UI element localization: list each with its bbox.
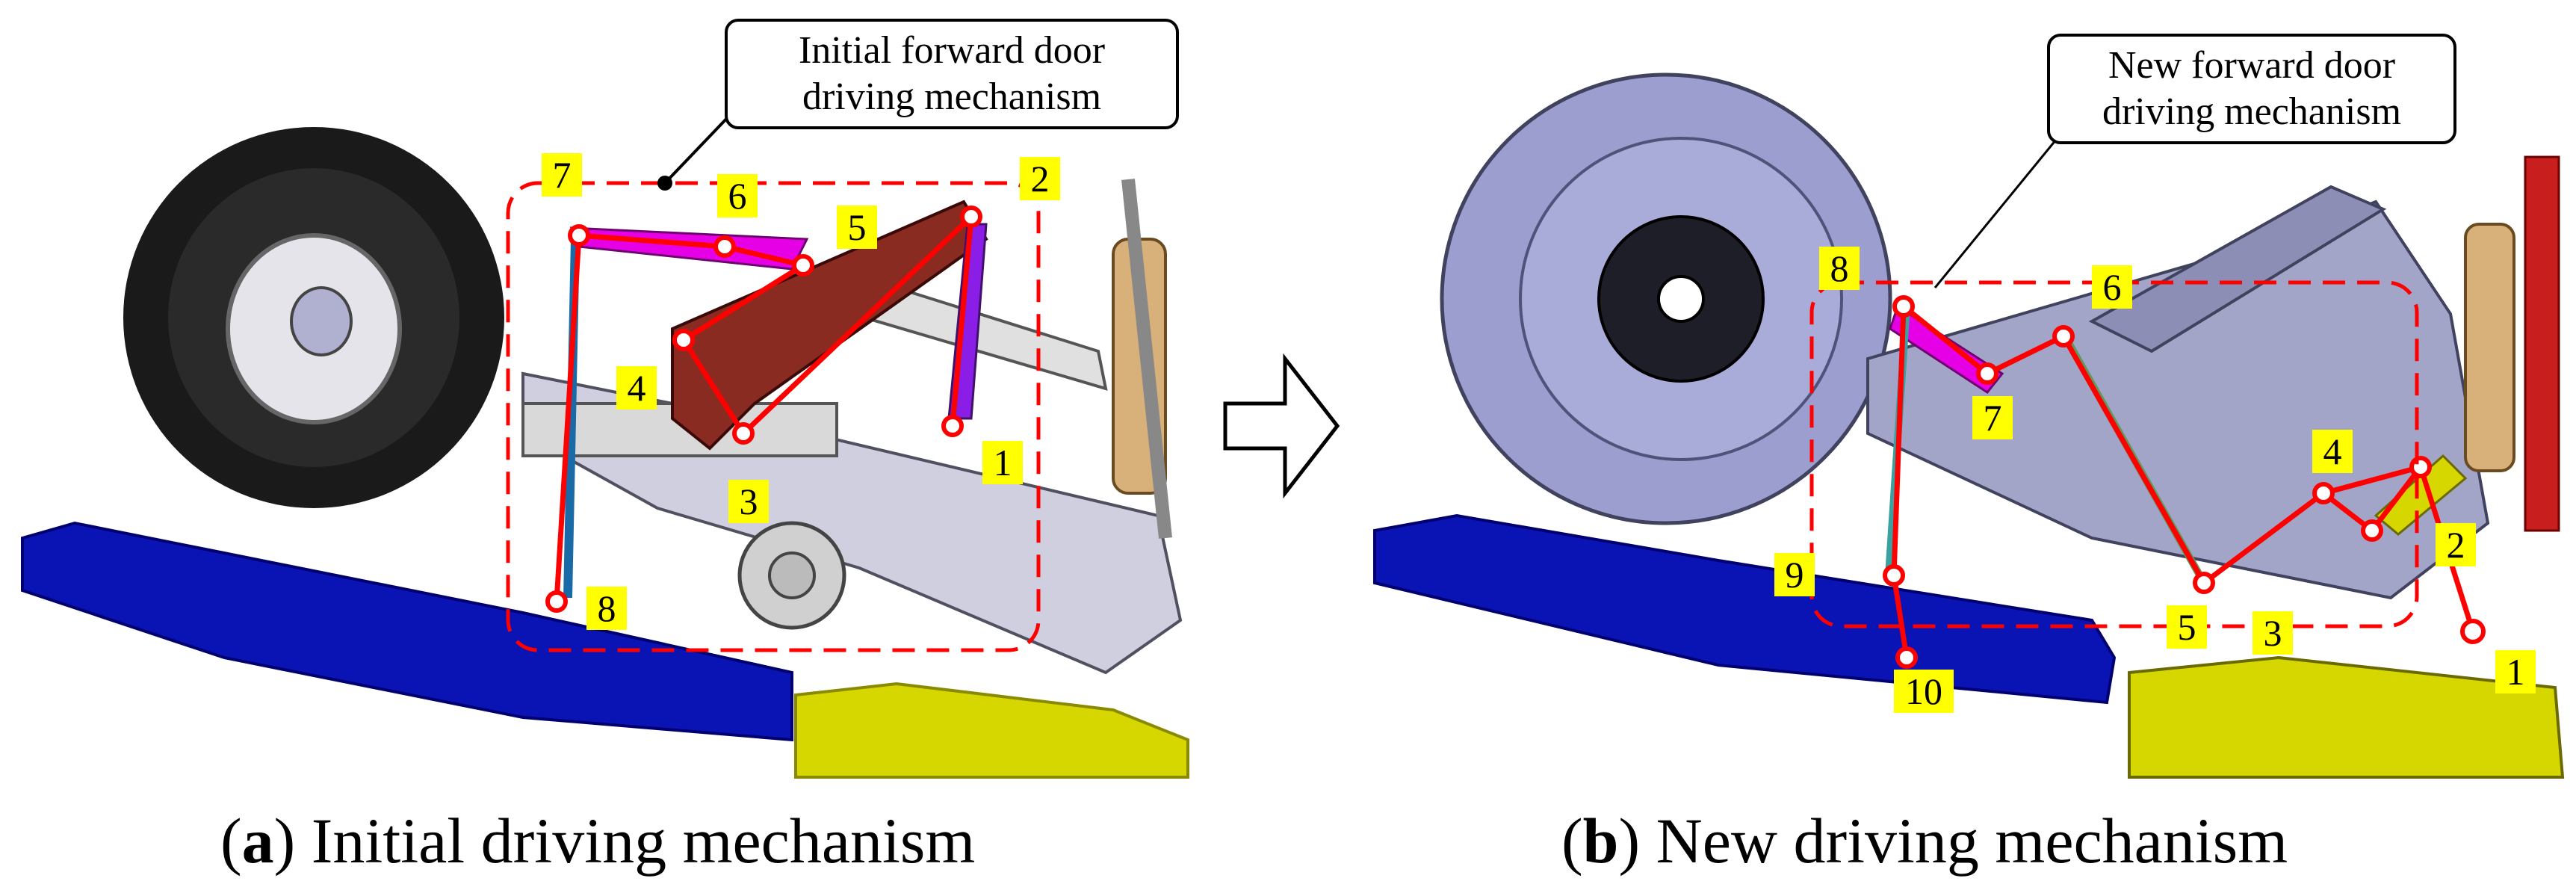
panel-new-mechanism: New forward door driving mechanism 8 6 7… bbox=[1345, 0, 2576, 896]
callout-line-2: driving mechanism bbox=[2102, 90, 2402, 133]
initial-mechanism-drawing bbox=[21, 96, 1189, 779]
transition-arrow bbox=[1218, 329, 1345, 523]
label-a-2: 2 bbox=[1020, 157, 1060, 200]
label-a-6: 6 bbox=[717, 174, 758, 217]
caption-b-text: New driving mechanism bbox=[1656, 805, 2288, 877]
callout-line-1: New forward door bbox=[2108, 44, 2396, 87]
label-a-1: 1 bbox=[982, 441, 1023, 484]
label-b-10: 10 bbox=[1894, 670, 1954, 713]
callout-pointer bbox=[1933, 123, 2071, 288]
caption-b: (b) New driving mechanism bbox=[1561, 805, 2288, 877]
label-b-1: 1 bbox=[2495, 650, 2536, 693]
caption-b-letter: b bbox=[1582, 805, 1619, 877]
wheel-hub-center bbox=[1657, 275, 1705, 323]
new-mechanism-drawing bbox=[1373, 72, 2565, 779]
label-a-7: 7 bbox=[542, 153, 582, 197]
spring-red bbox=[2524, 155, 2560, 532]
aft-door-yellow bbox=[2128, 655, 2565, 779]
label-b-8: 8 bbox=[1819, 247, 1860, 290]
kinematic-joints bbox=[545, 206, 982, 613]
label-b-2: 2 bbox=[2436, 523, 2476, 566]
label-b-3: 3 bbox=[2253, 611, 2293, 655]
callout-initial: Initial forward door driving mechanism bbox=[725, 19, 1179, 129]
label-a-3: 3 bbox=[728, 480, 769, 523]
mechanism-boundary-box bbox=[506, 181, 1041, 652]
gear-hub-inner bbox=[768, 551, 816, 599]
label-b-9: 9 bbox=[1774, 553, 1815, 596]
link-magenta bbox=[569, 226, 809, 271]
label-a-8: 8 bbox=[586, 587, 627, 630]
spring-rod bbox=[1121, 179, 1172, 539]
transition-arrow-icon bbox=[1223, 353, 1340, 499]
label-b-4: 4 bbox=[2312, 430, 2353, 473]
forward-door-blue bbox=[1373, 513, 2117, 705]
label-b-6: 6 bbox=[2092, 265, 2132, 309]
aft-door-yellow bbox=[794, 682, 1189, 779]
bellcrank-brown bbox=[671, 200, 988, 451]
label-a-4: 4 bbox=[616, 366, 657, 410]
forward-door-blue bbox=[21, 521, 793, 742]
callout-line-1: Initial forward door bbox=[798, 29, 1106, 72]
caption-a-text: Initial driving mechanism bbox=[311, 805, 976, 877]
upper-brace bbox=[2088, 185, 2387, 353]
panel-initial-mechanism: Initial forward door driving mechanism 7… bbox=[0, 0, 1218, 896]
callout-line-2: driving mechanism bbox=[802, 75, 1102, 118]
caption-a: (a) Initial driving mechanism bbox=[220, 805, 976, 877]
callout-new: New forward door driving mechanism bbox=[2047, 34, 2456, 144]
wheel-hub bbox=[290, 286, 353, 356]
label-a-5: 5 bbox=[837, 206, 877, 249]
label-b-7: 7 bbox=[1972, 396, 2013, 439]
label-b-5: 5 bbox=[2167, 605, 2207, 649]
shock-absorber bbox=[2464, 223, 2515, 472]
caption-a-letter: a bbox=[241, 805, 274, 877]
kinematic-joints bbox=[1883, 295, 2486, 669]
mechanism-boundary-box bbox=[1809, 280, 2419, 628]
link-magenta bbox=[1889, 304, 2004, 395]
